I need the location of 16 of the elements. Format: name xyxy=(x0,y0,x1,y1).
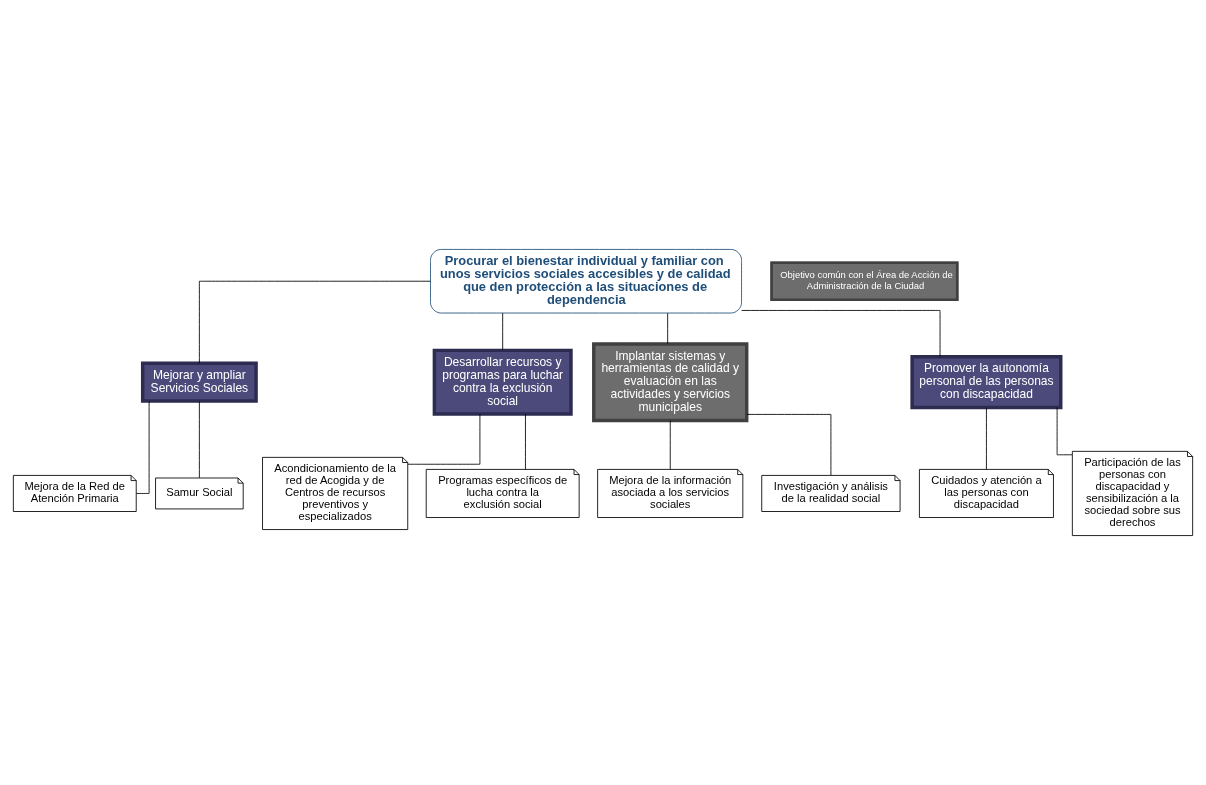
connector xyxy=(667,312,669,345)
node-box: Promover la autonomía personal de las personas con discapacidad xyxy=(910,355,1063,410)
connector xyxy=(407,413,481,465)
connector xyxy=(741,310,941,358)
node-box: Mejorar y ampliar Servicios Sociales xyxy=(140,361,258,403)
connector xyxy=(669,420,671,470)
connector xyxy=(198,280,431,364)
connector xyxy=(525,413,526,470)
node-box: Desarrollar recursos y programas para luchar contra la exclusión social xyxy=(432,348,573,416)
connector xyxy=(746,414,832,476)
connector xyxy=(502,312,504,351)
node-box: Implantar sistemas y herramientas de calidad y evaluación en las actividades y servicios municipales xyxy=(592,342,749,423)
node-box: Procurar el bienestar individual y familiar con unos servicios sociales accesibles y de calidad que den protección a las situaciones de dependencia xyxy=(430,249,742,314)
legend-label: Objetivo común con el Área de Acción de Administración de la Ciudad xyxy=(780,269,953,291)
connector xyxy=(986,407,987,470)
connector xyxy=(198,400,200,479)
